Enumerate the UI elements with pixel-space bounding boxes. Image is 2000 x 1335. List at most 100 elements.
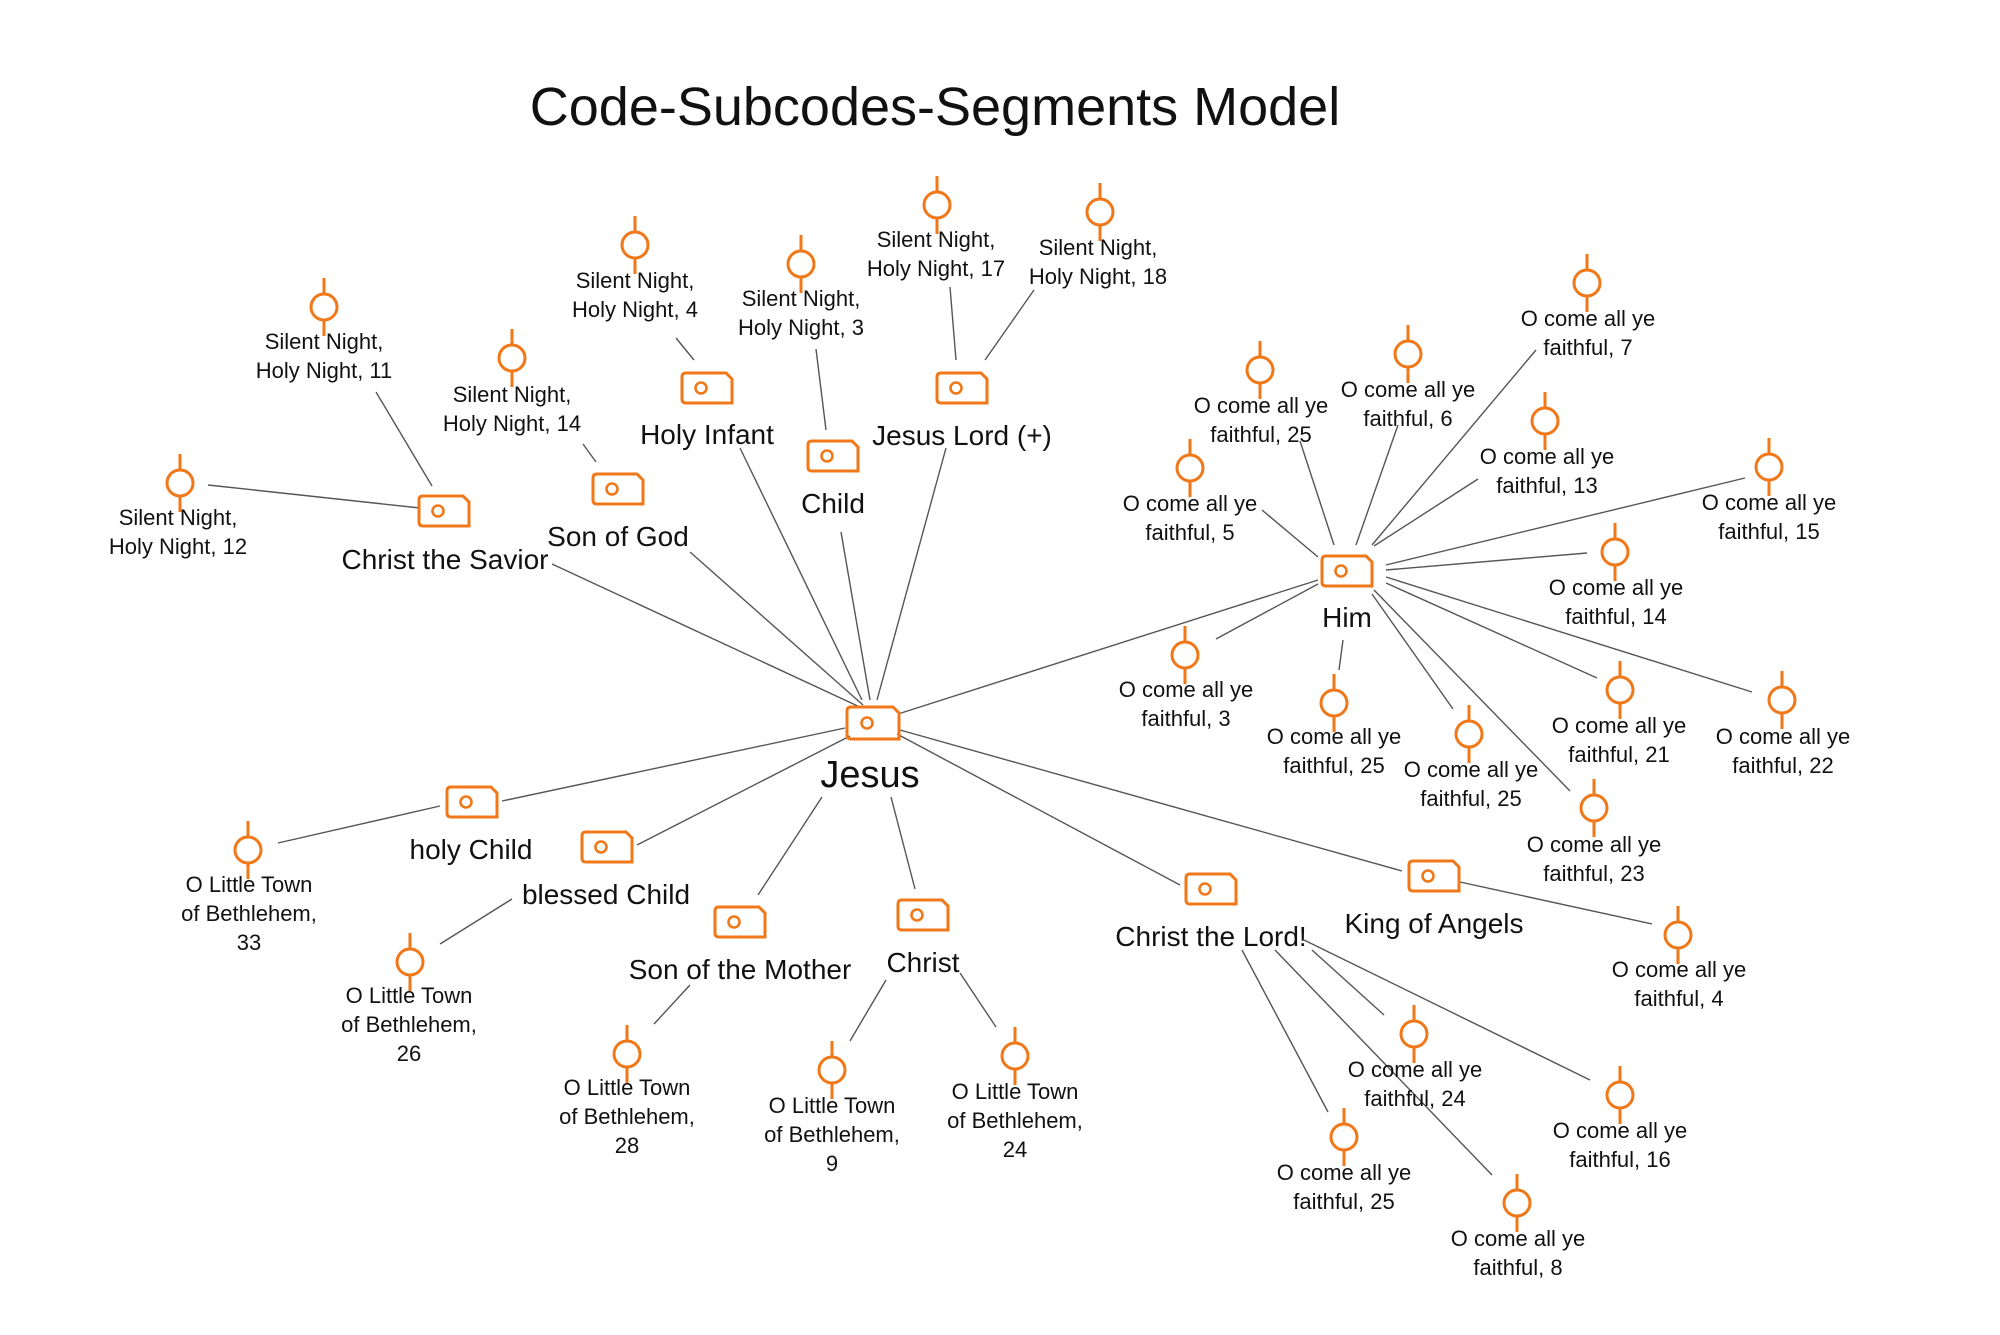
segment-label-line: O come all ye	[1194, 393, 1329, 418]
segment-pin-icon	[1502, 1174, 1532, 1232]
edge-segment-26-to-christ-the-lord	[1241, 949, 1329, 1113]
code-label-jesus-lord: Jesus Lord (+)	[872, 420, 1052, 451]
segment-pin-icon	[1572, 254, 1602, 312]
code-tag-icon	[445, 785, 499, 819]
edge-segment-17-to-him	[1385, 582, 1598, 679]
segment-label-line: Silent Night,	[453, 382, 572, 407]
edge-segment-14-to-him	[1215, 583, 1319, 640]
edge-segment-23-to-christ	[849, 979, 887, 1042]
segment-label-line: O come all ye	[1341, 377, 1476, 402]
code-tag-icon	[806, 439, 860, 473]
segment-label-line: O come all ye	[1549, 575, 1684, 600]
segment-pin-icon	[1245, 341, 1275, 399]
edge-segment-6-to-jesus-lord	[984, 289, 1035, 361]
edge-segment-3-to-holy-infant	[675, 337, 695, 361]
segment-label-line: faithful, 24	[1364, 1086, 1466, 1111]
segment-label-line: faithful, 21	[1568, 742, 1670, 767]
edge-segment-18-to-him	[1385, 576, 1753, 693]
segment-label-line: faithful, 25	[1293, 1189, 1395, 1214]
segment-label-line: O come all ye	[1716, 724, 1851, 749]
code-tag-icon	[896, 898, 950, 932]
edge-segment-28-to-christ-the-lord	[1303, 939, 1591, 1081]
segment-label-line: 33	[237, 930, 261, 955]
edge-segment-22-to-son-of-the-mother	[653, 984, 691, 1025]
segment-label-line: faithful, 15	[1718, 519, 1820, 544]
edge-blessed-child-to-root	[636, 735, 851, 846]
code-label-christ-the-savior: Christ the Savior	[342, 544, 549, 575]
segment-pin-icon	[309, 278, 339, 336]
segment-label-line: Holy Night, 18	[1029, 264, 1167, 289]
segment-pin-icon	[1319, 674, 1349, 732]
segment-label-line: Holy Night, 14	[443, 411, 581, 436]
segment-pin-icon	[1085, 183, 1115, 241]
segment-label-line: of Bethlehem,	[341, 1012, 477, 1037]
segment-label-line: O Little Town	[346, 983, 473, 1008]
edge-child-to-root	[840, 531, 871, 701]
segment-pin-icon	[620, 216, 650, 274]
code-tag-icon	[1320, 554, 1374, 588]
segment-label-line: O come all ye	[1123, 491, 1258, 516]
code-label-child: Child	[801, 488, 865, 519]
root-code-label: Jesus	[820, 754, 919, 796]
edge-segment-0-to-christ-the-savior	[207, 484, 421, 509]
edge-him-to-root	[897, 579, 1319, 715]
edge-segment-5-to-jesus-lord	[949, 286, 957, 361]
edge-king-of-angels-to-root	[899, 729, 1403, 872]
segment-label-line: Silent Night,	[742, 286, 861, 311]
segment-label-line: faithful, 7	[1543, 335, 1632, 360]
segment-label-line: of Bethlehem,	[947, 1108, 1083, 1133]
segment-label-line: O come all ye	[1277, 1160, 1412, 1185]
edge-holy-infant-to-root	[739, 447, 863, 701]
diagram-title: Code-Subcodes-Segments Model	[530, 77, 1340, 137]
segment-label-line: of Bethlehem,	[181, 901, 317, 926]
edge-christ-to-root	[890, 796, 916, 890]
code-label-holy-child: holy Child	[410, 834, 533, 865]
edge-segment-20-to-holy-child	[277, 805, 441, 844]
segment-label-line: Silent Night,	[265, 329, 384, 354]
segment-pin-icon	[1754, 438, 1784, 496]
code-label-son-of-god: Son of God	[547, 521, 689, 552]
segment-pin-icon	[1767, 671, 1797, 729]
edge-segment-11-to-him	[1261, 509, 1319, 558]
code-tag-icon	[935, 371, 989, 405]
segment-label-line: Holy Night, 3	[738, 315, 864, 340]
segment-pin-icon	[1605, 661, 1635, 719]
segment-label-line: O come all ye	[1480, 444, 1615, 469]
segment-pin-icon	[1329, 1108, 1359, 1166]
segment-pin-icon	[233, 821, 263, 879]
segment-pin-icon	[1170, 626, 1200, 684]
code-label-blessed-child: blessed Child	[522, 879, 690, 910]
segment-label-line: Silent Night,	[1039, 235, 1158, 260]
segment-pin-icon	[922, 176, 952, 234]
code-tag-icon	[580, 830, 634, 864]
segment-label-line: 9	[826, 1151, 838, 1176]
code-tag-icon	[1184, 872, 1238, 906]
segment-label-line: O come all ye	[1612, 957, 1747, 982]
segment-pin-icon	[1399, 1005, 1429, 1063]
edge-segment-16-to-him	[1371, 593, 1454, 710]
segment-label-line: faithful, 6	[1363, 406, 1452, 431]
segment-pin-icon	[1000, 1027, 1030, 1085]
code-label-christ-the-lord: Christ the Lord!	[1115, 921, 1306, 952]
segment-label-line: O come all ye	[1451, 1226, 1586, 1251]
edge-segment-24-to-christ	[959, 972, 997, 1028]
edge-segment-4-to-child	[815, 348, 827, 431]
code-label-christ: Christ	[886, 947, 959, 978]
code-label-holy-infant: Holy Infant	[640, 419, 774, 450]
code-tag-icon	[417, 494, 471, 528]
segment-label-line: Silent Night,	[576, 268, 695, 293]
segment-label-line: faithful, 25	[1210, 422, 1312, 447]
edge-segment-1-to-christ-the-savior	[375, 391, 433, 487]
segment-label-line: of Bethlehem,	[559, 1104, 695, 1129]
code-tag-icon	[713, 905, 767, 939]
segment-pin-icon	[1663, 906, 1693, 964]
segment-label-line: faithful, 3	[1141, 706, 1230, 731]
edge-segment-25-to-christ-the-lord	[1311, 949, 1385, 1016]
code-label-king-of-angels: King of Angels	[1344, 908, 1523, 939]
edge-segment-21-to-blessed-child	[439, 898, 513, 945]
segment-pin-icon	[1605, 1066, 1635, 1124]
edge-layer	[207, 286, 1753, 1176]
